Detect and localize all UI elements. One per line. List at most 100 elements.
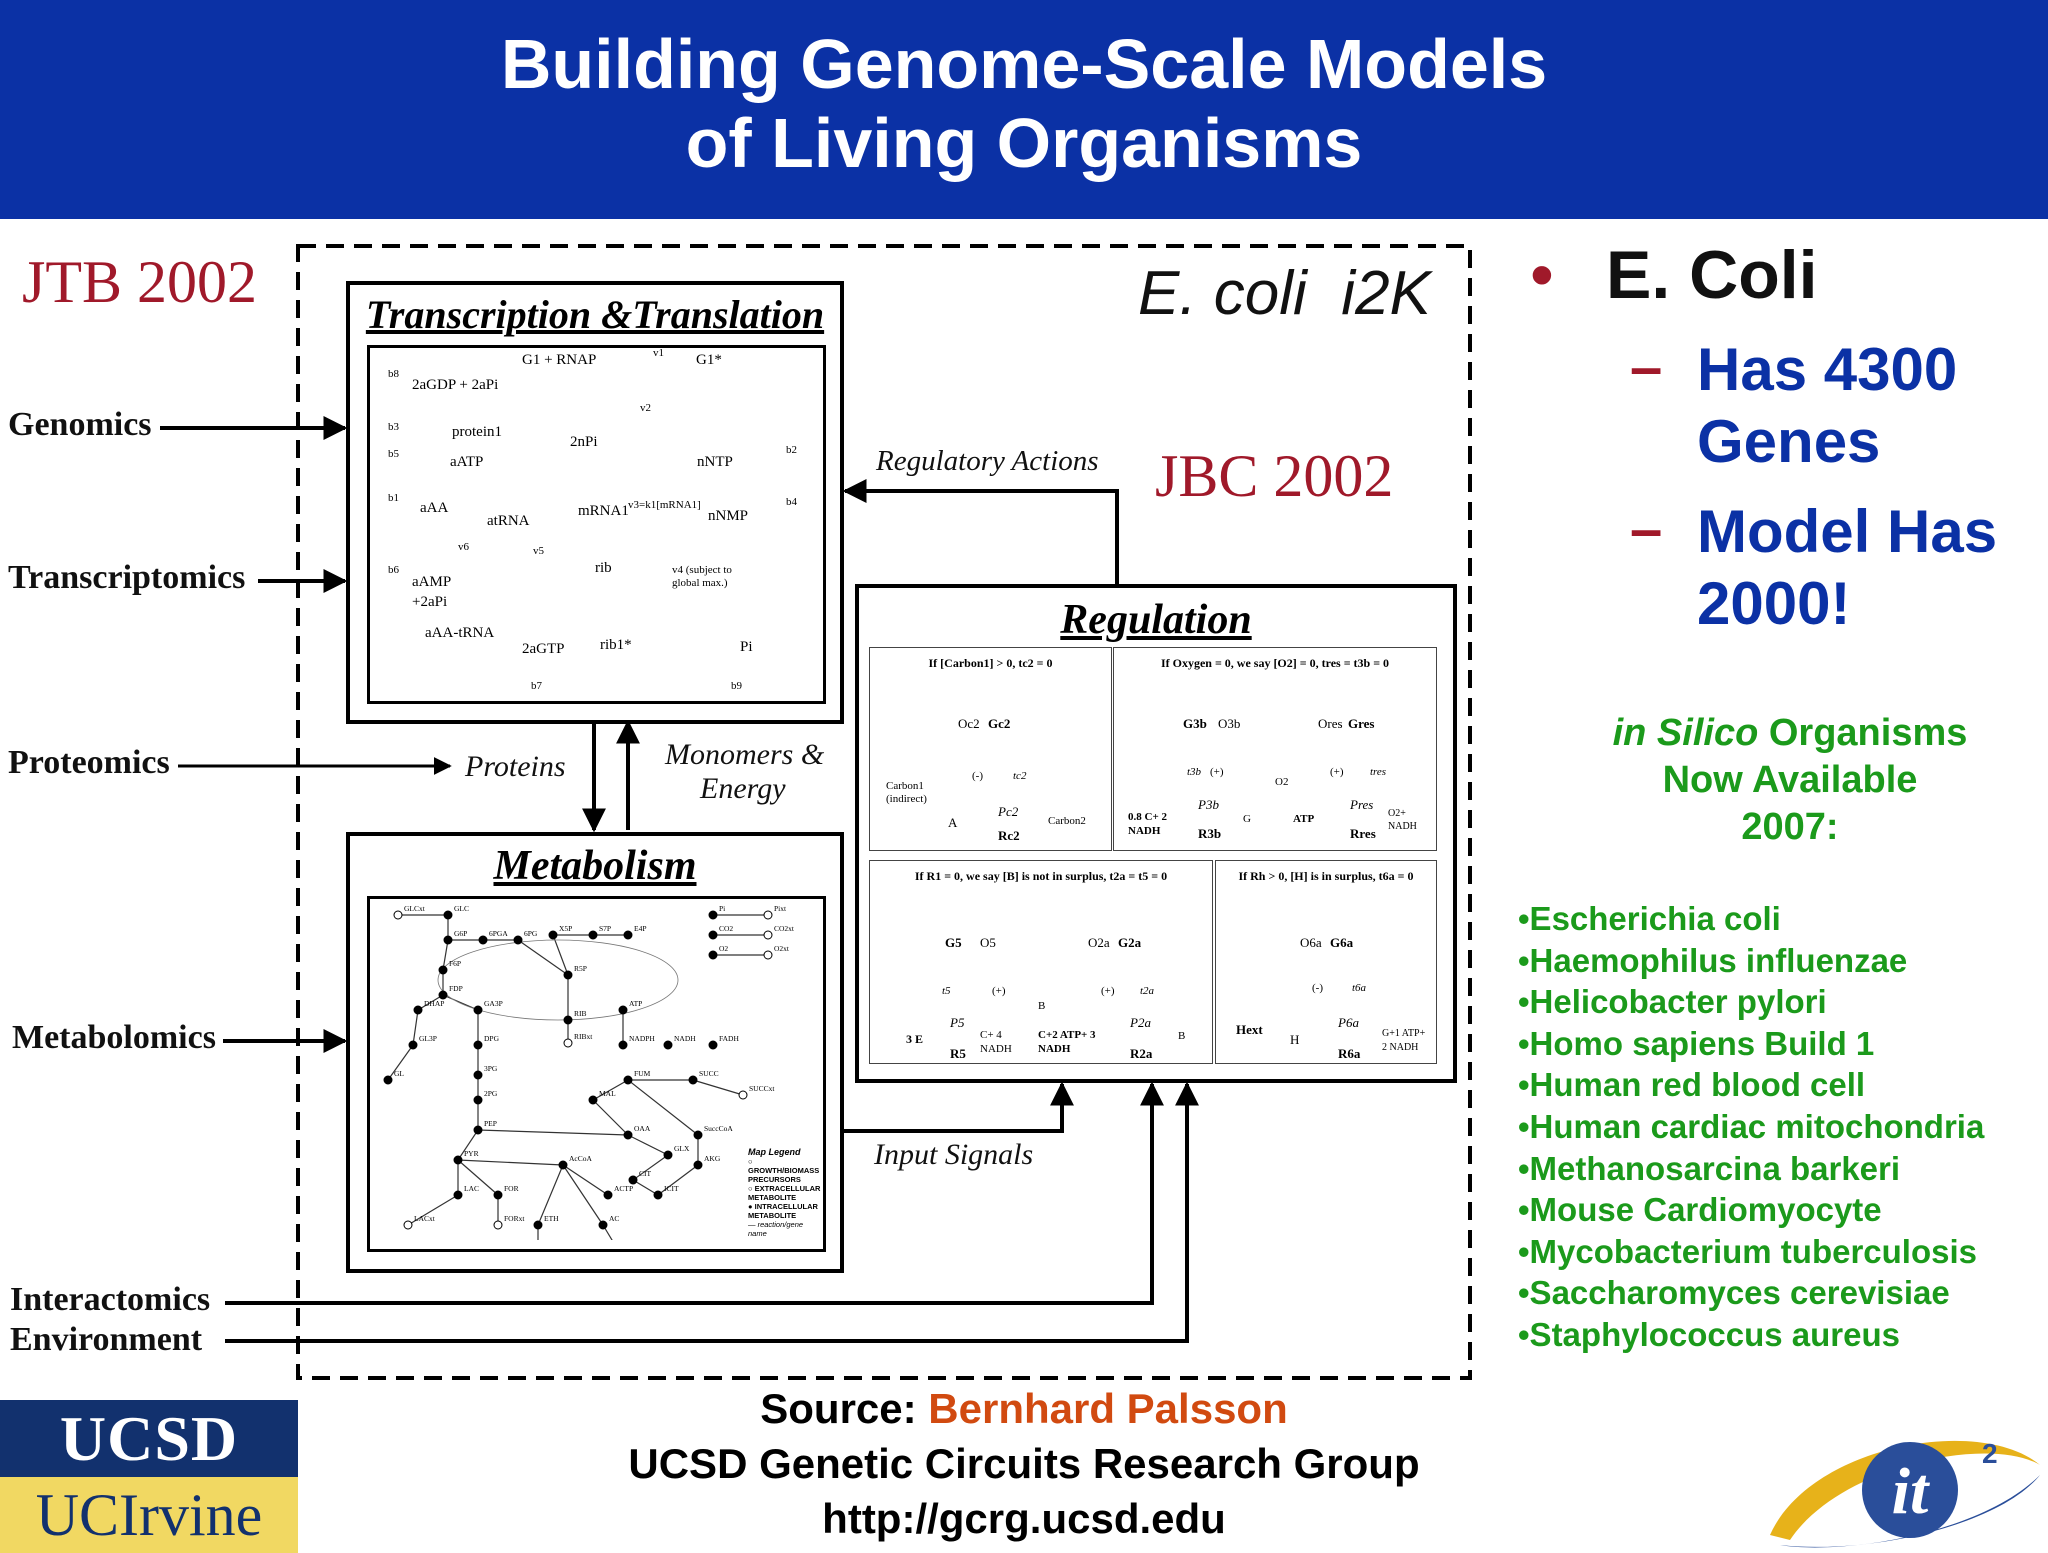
met-node-label: E4P <box>634 924 647 933</box>
met-node-label: GL <box>394 1069 404 1078</box>
met-reaction-edge <box>537 1164 564 1226</box>
tt-label-b3: b3 <box>388 421 399 433</box>
tt-label-v3: v3=k1[mRNA1] <box>628 499 701 511</box>
omics-label-interactomics: Interactomics <box>10 1281 211 1318</box>
arrow-input-signals <box>837 1081 1074 1133</box>
met-node-label: S7P <box>599 924 611 933</box>
omics-label-genomics: Genomics <box>8 406 152 443</box>
source-url[interactable]: http://gcrg.ucsd.edu <box>822 1495 1226 1542</box>
reg-rule-1: If [Carbon1] > 0, tc2 = 0 <box>869 647 1112 851</box>
tt-label-g1-star: G1* <box>696 352 722 368</box>
met-node <box>443 910 453 920</box>
met-node <box>513 935 523 945</box>
omics-label-metabolomics: Metabolomics <box>12 1019 216 1056</box>
met-node-label: O2 <box>719 944 728 953</box>
met-node <box>588 930 598 940</box>
met-node <box>493 1190 503 1200</box>
met-legend-item-growth: ○ GROWTH/BIOMASS PRECURSORS <box>748 1157 820 1184</box>
met-node <box>663 1040 673 1050</box>
met-node <box>623 1130 633 1140</box>
tt-label-gdp: 2aGDP + 2aPi <box>412 377 499 393</box>
met-node <box>663 1150 673 1160</box>
reg2-t-a: t3b <box>1187 766 1202 778</box>
met-node-label: FORxt <box>504 1214 525 1223</box>
bullet-main: E. Coli <box>1606 237 1818 313</box>
met-node-label: NADPH <box>629 1034 655 1043</box>
arrow-environment <box>225 1081 1199 1343</box>
met-node-label: FADH <box>719 1034 739 1043</box>
tt-label-b2: b2 <box>786 444 797 456</box>
organism-item: •Haemophilus influenzae <box>1518 941 1908 979</box>
reg2-op-b: Ores <box>1318 716 1343 731</box>
reg3-r-a: R5 <box>950 1046 966 1061</box>
met-node-label: FUM <box>634 1069 651 1078</box>
reg2-t-b: tres <box>1370 766 1387 778</box>
reg2-eq-a: 0.8 C+ 2 NADH <box>1128 811 1167 837</box>
met-node-label: GA3P <box>484 999 503 1008</box>
met-node-label: ACxt <box>624 1239 641 1240</box>
reg3-gene-b: G2a <box>1118 935 1142 950</box>
met-node-label: AcCoA <box>569 1154 592 1163</box>
met-node-label: ACTP <box>614 1184 633 1193</box>
met-node <box>738 1090 748 1100</box>
met-node <box>563 1038 573 1048</box>
omics-label-environment: Environment <box>10 1321 203 1358</box>
bullet-sub-1: Has 4300 Genes <box>1697 336 1958 475</box>
organism-item: •Mouse Cardiomyocyte <box>1518 1191 1882 1229</box>
bullet-dot: • <box>1530 237 1554 313</box>
tt-label-v6: v6 <box>458 541 469 553</box>
tt-label-b5: b5 <box>388 448 399 460</box>
met-node <box>563 1015 573 1025</box>
sub-dash-2: – <box>1630 497 1663 562</box>
met-ppp-loop <box>437 939 679 1021</box>
met-legend-item-intracellular: ● INTRACELLULAR METABOLITE <box>748 1202 818 1220</box>
reg-rule-4-condition: If Rh > 0, [H] is in surplus, t6a = 0 <box>1238 869 1414 883</box>
flow-label-regulatory-actions: Regulatory Actions <box>876 445 1099 477</box>
reg2-gene-a: G3b <box>1183 716 1207 731</box>
met-node <box>548 930 558 940</box>
title-line-1: Building Genome-Scale Models <box>500 25 1548 103</box>
reg1-left: A <box>948 815 958 830</box>
tt-label-amp: aAMP <box>412 574 452 590</box>
omics-label-transcriptomics: Transcriptomics <box>8 559 246 596</box>
met-node-label: SuccCoA <box>704 1124 733 1133</box>
reg2-r-b: Rres <box>1350 826 1376 841</box>
reg3-gene-a: G5 <box>945 935 962 950</box>
met-node-label: GLC <box>454 904 469 913</box>
tt-label-v4: v4 (subject to global max.) <box>672 564 732 589</box>
met-node-label: 6PG <box>524 929 538 938</box>
citation-jbc: JBC 2002 <box>1155 443 1394 509</box>
met-reaction-edge <box>387 1044 414 1081</box>
reg2-atp: ATP <box>1293 813 1315 825</box>
reg1-product: Carbon2 <box>1048 815 1086 827</box>
met-node-label: PYR <box>464 1149 479 1158</box>
reg1-reaction: Rc2 <box>998 828 1020 843</box>
met-node <box>558 1160 568 1170</box>
met-node-label: LACxt <box>414 1214 436 1223</box>
met-node <box>473 1070 483 1080</box>
reg-rule-2-condition: If Oxygen = 0, we say [O2] = 0, tres = t… <box>1160 656 1390 670</box>
panel-title-metabolism: Metabolism <box>493 843 697 889</box>
met-node <box>693 1160 703 1170</box>
met-node-label: PEP <box>484 1119 497 1128</box>
tt-label-v2: v2 <box>640 402 651 414</box>
flow-label-energy: Energy <box>700 772 786 805</box>
tt-label-b6: b6 <box>388 564 399 576</box>
met-reaction-edge <box>562 1164 609 1196</box>
reg3-b: B <box>1038 1000 1046 1012</box>
flow-label-proteins: Proteins <box>465 750 566 783</box>
met-node <box>708 950 718 960</box>
met-reaction-edge <box>592 1079 629 1101</box>
reg1-operator: Oc2 <box>958 716 980 731</box>
tt-label-v1: v1 <box>653 347 664 359</box>
organism-item: •Escherichia coli <box>1518 900 1781 937</box>
tt-label-rib-star: rib1* <box>600 637 632 653</box>
organism-item: •Staphylococcus aureus <box>1518 1315 1901 1353</box>
dashed-frame <box>296 244 1472 1380</box>
organism-item: •Homo sapiens Build 1 <box>1518 1024 1875 1062</box>
met-node <box>763 910 773 920</box>
tt-label-b9: b9 <box>731 680 742 692</box>
citation-jtb: JTB 2002 <box>22 249 258 315</box>
reg1-protein: Pc2 <box>998 804 1019 819</box>
